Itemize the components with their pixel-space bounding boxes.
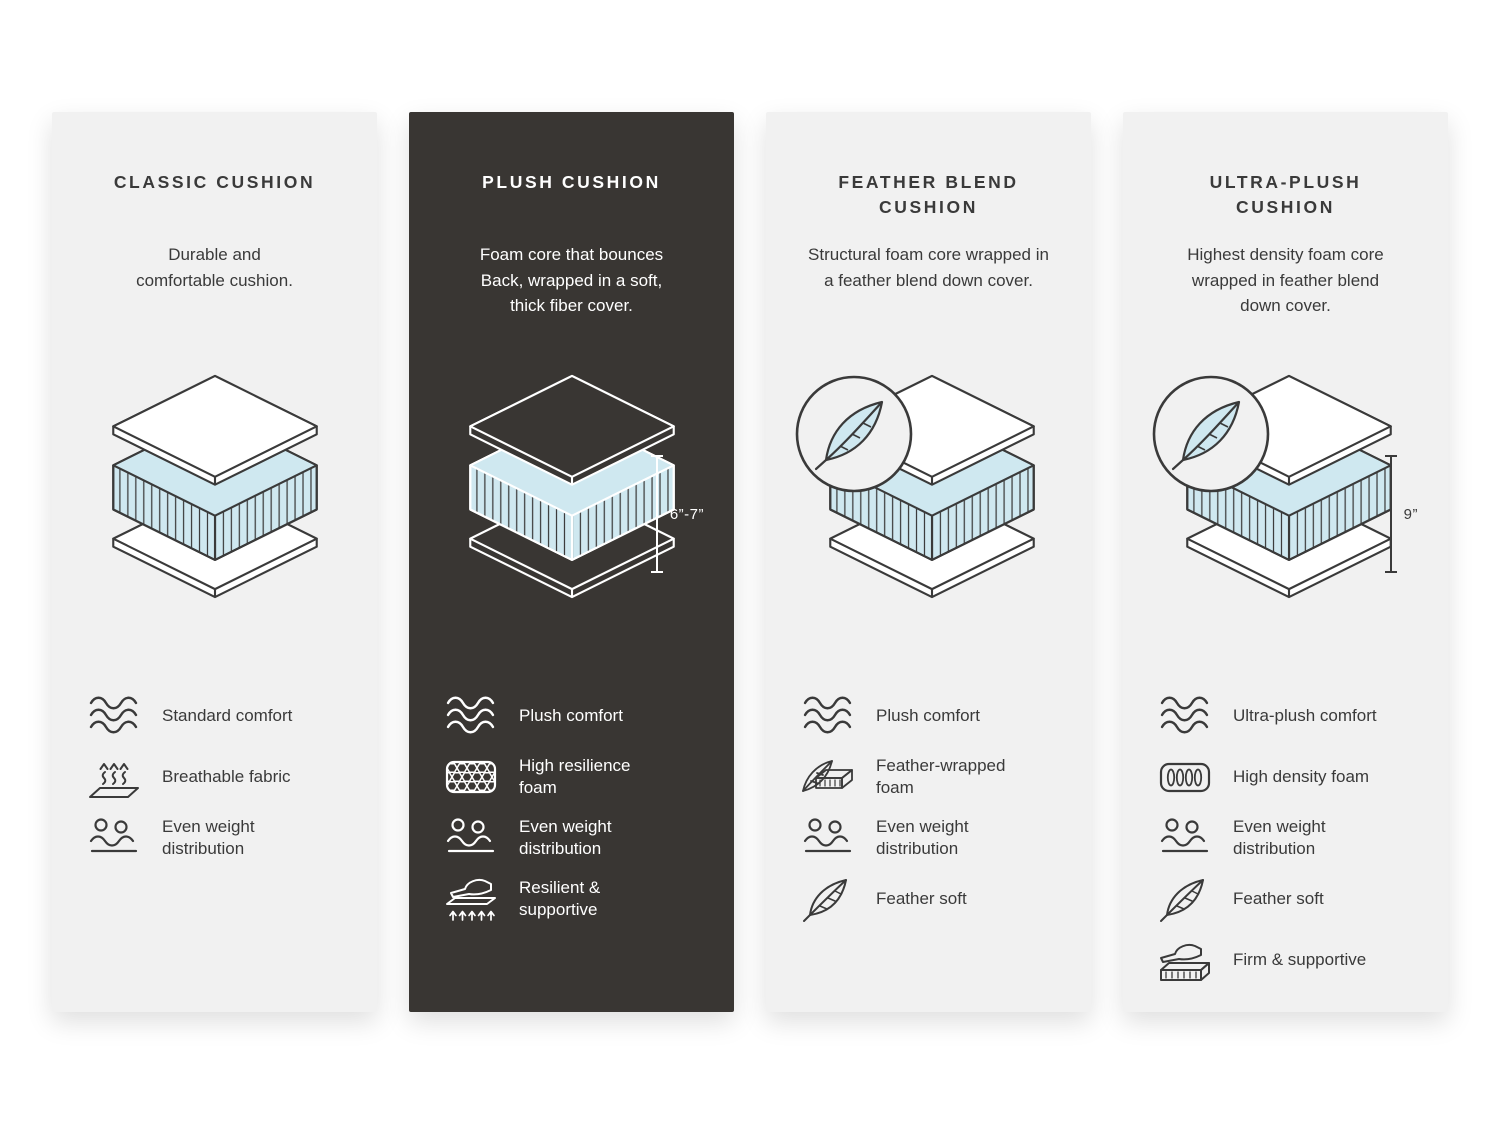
card-classic-cushion: CLASSIC CUSHION Durable and comfortable …	[52, 112, 377, 1012]
even-weight-icon	[443, 814, 499, 862]
high-density-foam-icon	[1157, 753, 1213, 801]
feature-label: Even weight distribution	[519, 816, 612, 858]
firm-supportive-icon	[1157, 936, 1213, 984]
feather-soft-icon	[1157, 875, 1213, 923]
wave-comfort-icon	[86, 692, 142, 740]
feature-row: Feather soft	[800, 875, 1057, 923]
feature-label: Feather-wrapped foam	[876, 755, 1006, 797]
feature-label: Plush comfort	[876, 705, 980, 725]
feature-row: Feather soft	[1157, 875, 1414, 923]
cushion-comparison-board: CLASSIC CUSHION Durable and comfortable …	[52, 112, 1448, 1012]
feature-row: Plush comfort	[800, 692, 1057, 740]
feature-list: Ultra-plush comfort High density foam Ev…	[1157, 692, 1414, 984]
card-description: Foam core that bounces Back, wrapped in …	[479, 245, 664, 315]
feature-row: Even weight distribution	[443, 814, 700, 862]
feature-list: Standard comfort Breathable fabric Even …	[86, 692, 343, 862]
measurement-label: 6”-7”	[669, 505, 704, 523]
feature-row: Resilient & supportive	[443, 875, 700, 923]
card-description: Highest density foam core wrapped in fea…	[1187, 245, 1384, 315]
wave-comfort-icon	[443, 692, 499, 740]
feature-label: Plush comfort	[519, 705, 623, 725]
card-description: Structural foam core wrapped in a feathe…	[808, 245, 1049, 290]
feature-row: Even weight distribution	[1157, 814, 1414, 862]
feather-wrapped-foam-icon	[800, 753, 856, 801]
card-feather-blend-cushion: FEATHER BLEND CUSHION Structural foam co…	[766, 112, 1091, 1012]
feather-badge-icon	[795, 375, 913, 493]
cushion-layers-diagram	[111, 374, 318, 599]
card-plush-cushion: PLUSH CUSHION Foam core that bounces Bac…	[409, 112, 734, 1012]
feature-row: High density foam	[1157, 753, 1414, 801]
feature-label: Ultra-plush comfort	[1233, 705, 1377, 725]
feature-row: Standard comfort	[86, 692, 343, 740]
cushion-diagram: 6”-7”	[443, 372, 703, 674]
measurement-bracket-icon	[1384, 455, 1397, 573]
feature-list: Plush comfort Feather-wrapped foam Even …	[800, 692, 1057, 923]
card-title: ULTRA-PLUSH CUSHION	[1209, 172, 1362, 217]
feather-badge-icon	[1152, 375, 1270, 493]
feature-row: Even weight distribution	[86, 814, 343, 862]
card-description: Durable and comfortable cushion.	[136, 245, 293, 290]
feature-row: Plush comfort	[443, 692, 700, 740]
cushion-diagram: 9”	[1152, 372, 1417, 674]
feature-list: Plush comfort High resilience foam Even …	[443, 692, 700, 923]
feature-label: Feather soft	[1233, 888, 1324, 908]
measurement-indicator: 9”	[1384, 454, 1418, 574]
even-weight-icon	[86, 814, 142, 862]
breathable-fabric-icon	[86, 753, 142, 801]
feature-label: High resilience foam	[519, 755, 631, 797]
feature-row: Even weight distribution	[800, 814, 1057, 862]
feature-label: Firm & supportive	[1233, 949, 1367, 969]
card-title: PLUSH CUSHION	[482, 172, 661, 192]
feature-row: Firm & supportive	[1157, 936, 1414, 984]
honeycomb-foam-icon	[443, 753, 499, 801]
feature-row: Feather-wrapped foam	[800, 753, 1057, 801]
measurement-bracket-icon	[650, 455, 663, 573]
feature-label: Even weight distribution	[1233, 816, 1326, 858]
measurement-label: 9”	[1403, 505, 1418, 523]
card-ultra-plush-cushion: ULTRA-PLUSH CUSHION Highest density foam…	[1123, 112, 1448, 1012]
feature-label: Breathable fabric	[162, 766, 291, 786]
feature-label: Even weight distribution	[162, 816, 255, 858]
feature-row: High resilience foam	[443, 753, 700, 801]
even-weight-icon	[1157, 814, 1213, 862]
feature-label: Even weight distribution	[876, 816, 969, 858]
wave-comfort-icon	[800, 692, 856, 740]
cushion-diagram	[86, 372, 343, 674]
card-title: FEATHER BLEND CUSHION	[838, 172, 1019, 217]
wave-comfort-icon	[1157, 692, 1213, 740]
feature-row: Breathable fabric	[86, 753, 343, 801]
even-weight-icon	[800, 814, 856, 862]
resilient-supportive-icon	[443, 875, 499, 923]
feature-label: Standard comfort	[162, 705, 293, 725]
feature-row: Ultra-plush comfort	[1157, 692, 1414, 740]
cushion-diagram	[795, 372, 1057, 674]
card-title: CLASSIC CUSHION	[113, 172, 316, 192]
measurement-indicator: 6”-7”	[650, 454, 704, 574]
feature-label: Resilient & supportive	[519, 877, 601, 919]
feature-label: Feather soft	[876, 888, 967, 908]
feather-soft-icon	[800, 875, 856, 923]
feature-label: High density foam	[1233, 766, 1370, 786]
